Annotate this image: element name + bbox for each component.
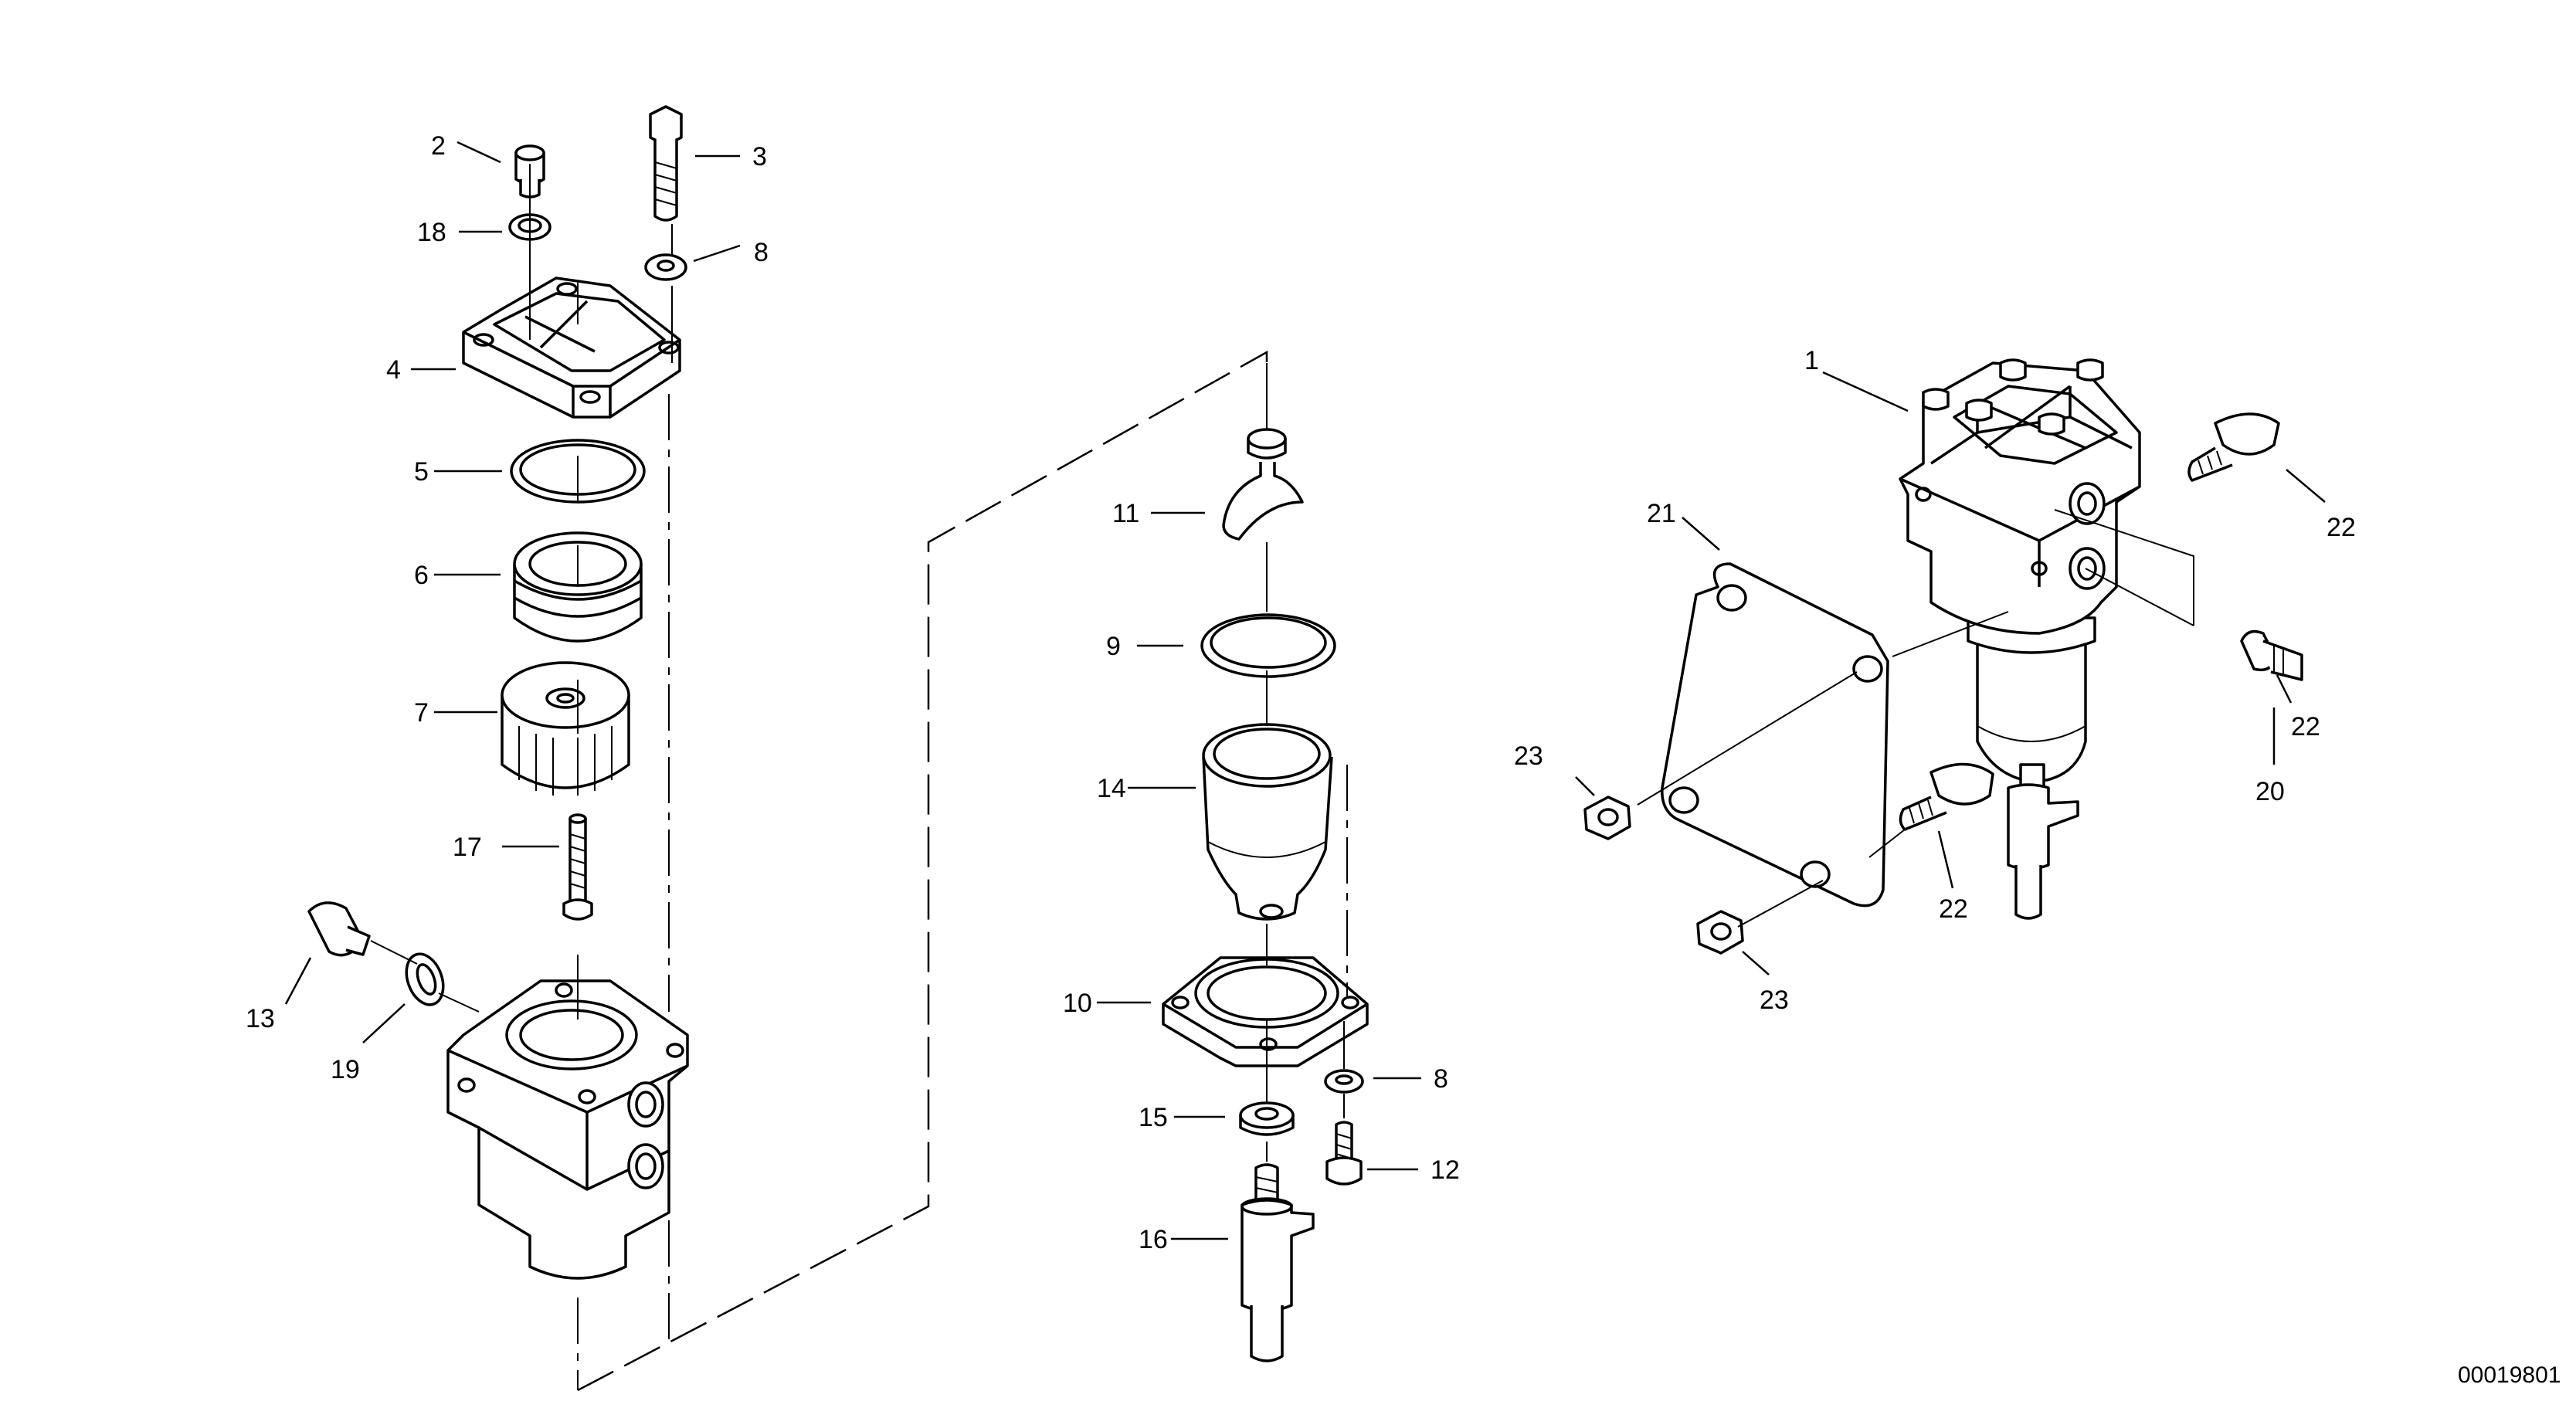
part-2-plug-screw — [514, 144, 545, 198]
callout-23-left: 23 — [1514, 741, 1543, 771]
part-12-screw — [1325, 1121, 1363, 1186]
part-11-deflector — [1222, 428, 1304, 541]
part-22-bolt-upper — [2187, 412, 2280, 482]
callout-8-top: 8 — [754, 238, 769, 267]
callout-23-bottom: 23 — [1760, 986, 1789, 1015]
part-21-bracket — [1661, 562, 1889, 908]
callout-20: 20 — [2255, 777, 2285, 806]
callout-22-upper: 22 — [2327, 513, 2356, 542]
part-1-filter-assembly — [1899, 358, 2141, 920]
part-7-filter-element — [501, 661, 630, 796]
callout-19: 19 — [331, 1055, 360, 1084]
callout-8-middle: 8 — [1434, 1064, 1448, 1094]
callout-18: 18 — [417, 218, 446, 247]
part-8-washer-middle — [1324, 1069, 1364, 1094]
right-assembled-filter — [1583, 358, 2303, 955]
callout-2: 2 — [431, 131, 446, 161]
callout-6: 6 — [414, 561, 429, 590]
part-3-bolt — [649, 105, 683, 222]
callout-7: 7 — [414, 698, 429, 728]
leader-lines — [284, 141, 2326, 1240]
left-filter-assembly — [307, 105, 689, 1390]
callout-21: 21 — [1647, 499, 1676, 528]
part-16-drain-valve — [1240, 1163, 1315, 1362]
part-19-washer — [405, 952, 445, 1006]
middle-bowl-assembly — [1162, 363, 1369, 1362]
callout-numbers: 2 3 18 8 4 5 6 7 17 13 19 11 9 14 10 8 1… — [246, 131, 2356, 1254]
callout-11: 11 — [1112, 499, 1139, 528]
part-20-fitting — [2240, 629, 2303, 681]
part-23-nut-bottom — [1696, 910, 1744, 955]
callout-5: 5 — [414, 457, 429, 487]
callout-17: 17 — [453, 833, 482, 862]
part-13-plug — [307, 901, 371, 957]
part-10-bowl-ring — [1162, 956, 1369, 1067]
part-23-nut-left — [1583, 796, 1631, 840]
callout-12: 12 — [1431, 1155, 1460, 1185]
callout-14: 14 — [1097, 774, 1126, 803]
callout-22-middle: 22 — [2291, 712, 2320, 741]
part-17-screw — [562, 813, 593, 921]
document-number: 00019801 — [2458, 1362, 2561, 1388]
part-22-bolt-lower — [1899, 762, 1994, 831]
callout-3: 3 — [752, 142, 767, 171]
callout-22-lower: 22 — [1939, 894, 1968, 924]
part-4-cover — [462, 277, 681, 419]
part-8-washer-top — [644, 253, 687, 281]
callout-16: 16 — [1139, 1225, 1168, 1254]
callout-10: 10 — [1063, 989, 1092, 1018]
assembly-connector-line — [577, 350, 1268, 1392]
callout-4: 4 — [386, 355, 401, 385]
callout-9: 9 — [1106, 632, 1121, 661]
part-14-bowl — [1202, 723, 1333, 921]
callout-1: 1 — [1804, 346, 1819, 375]
callout-13: 13 — [246, 1004, 275, 1033]
part-9-seal-ring — [1200, 613, 1336, 678]
part-15-washer — [1239, 1101, 1295, 1136]
callout-15: 15 — [1139, 1103, 1168, 1132]
filter-housing-body — [446, 979, 689, 1280]
